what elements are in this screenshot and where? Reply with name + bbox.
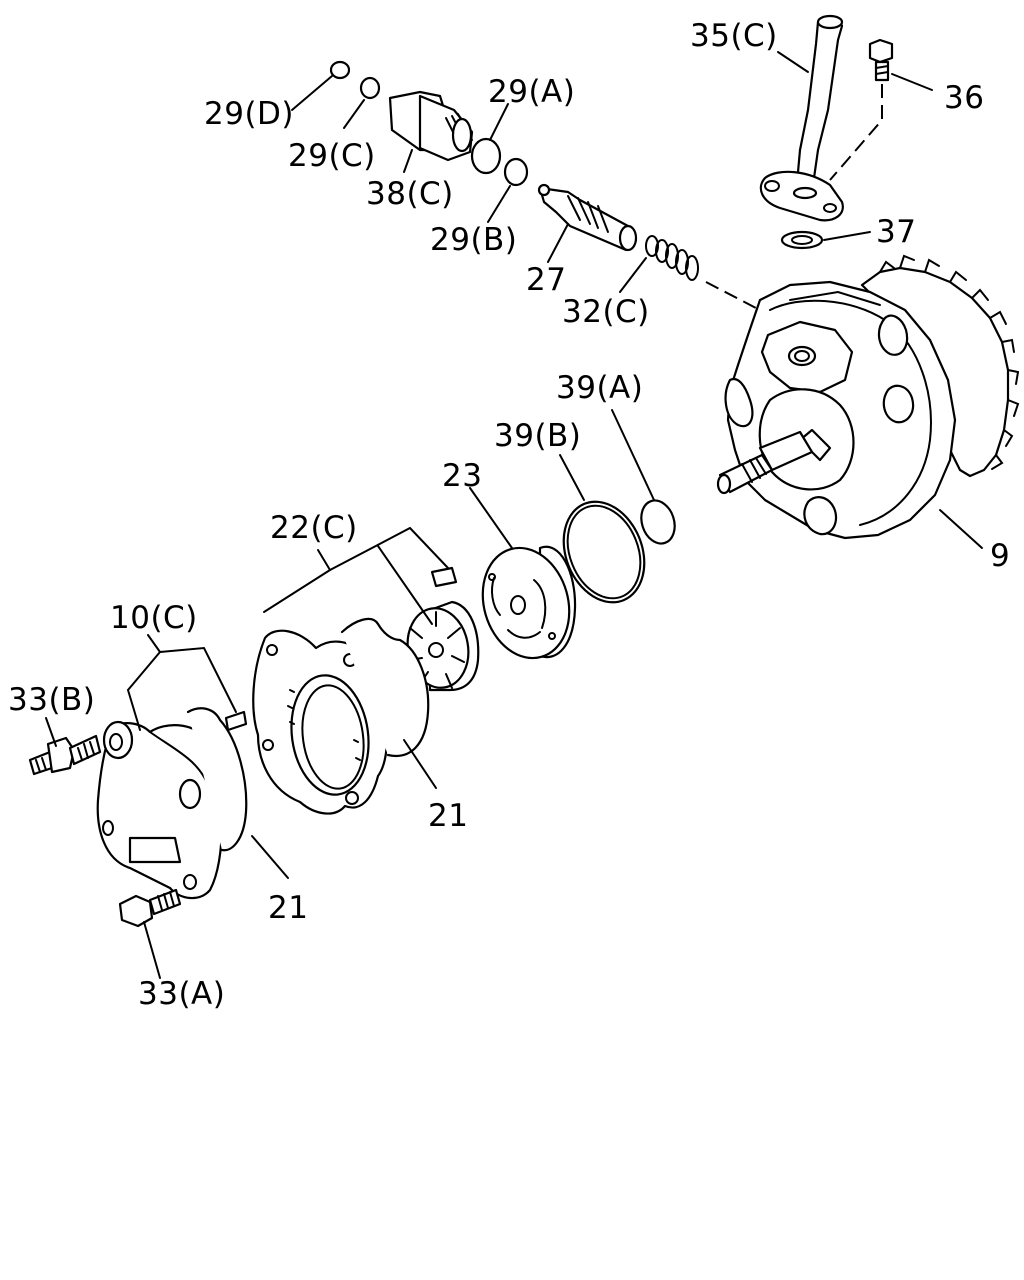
callout-27: 27: [526, 262, 566, 298]
part-22c-vane-rotor: [406, 566, 480, 692]
callout-29c: 29(C): [288, 138, 376, 174]
part-housing: [252, 629, 389, 815]
part-21-gasket-lower: [186, 707, 248, 852]
part-29c-ring: [359, 76, 381, 100]
part-10c-cover: [96, 710, 248, 900]
part-29a-ring: [470, 137, 502, 175]
callout-37: 37: [876, 214, 916, 250]
callout-29d: 29(D): [204, 96, 294, 132]
part-39a-ring: [640, 499, 676, 545]
part-9-pump-body: [716, 254, 1020, 540]
callout-21-lower: 21: [268, 890, 308, 926]
callout-39b: 39(B): [494, 418, 581, 454]
callout-labels: 29(D) 29(C) 38(C) 29(A) 29(B) 27 32(C) 3…: [8, 18, 1010, 1012]
part-29b-ring: [503, 157, 529, 187]
part-32c-spring: [645, 235, 699, 281]
callout-10c: 10(C): [110, 600, 198, 636]
part-29d-ring: [329, 60, 351, 80]
callout-29a: 29(A): [488, 74, 575, 110]
part-36-bolt: [868, 38, 894, 82]
callout-33a: 33(A): [138, 976, 225, 1012]
part-33b-stud: [28, 734, 102, 776]
leader-lines: [45, 51, 983, 979]
part-35c-pipe: [759, 14, 844, 222]
callout-33b: 33(B): [8, 682, 95, 718]
callout-9: 9: [990, 538, 1010, 574]
part-38c-plug: [388, 90, 474, 162]
part-33a-bolt: [118, 888, 182, 928]
callout-36: 36: [944, 80, 984, 116]
callout-39a: 39(A): [556, 370, 643, 406]
callout-29b: 29(B): [430, 222, 517, 258]
callout-21-upper: 21: [428, 798, 468, 834]
part-21-gasket-upper: [340, 617, 430, 758]
callout-22c: 22(C): [270, 510, 358, 546]
callout-32c: 32(C): [562, 294, 650, 330]
callout-38c: 38(C): [366, 176, 454, 212]
callout-23: 23: [442, 458, 482, 494]
part-27-valve: [537, 183, 638, 252]
callout-35c: 35(C): [690, 18, 778, 54]
part-37-gasket: [780, 230, 824, 250]
part-23-disc: [481, 545, 577, 660]
